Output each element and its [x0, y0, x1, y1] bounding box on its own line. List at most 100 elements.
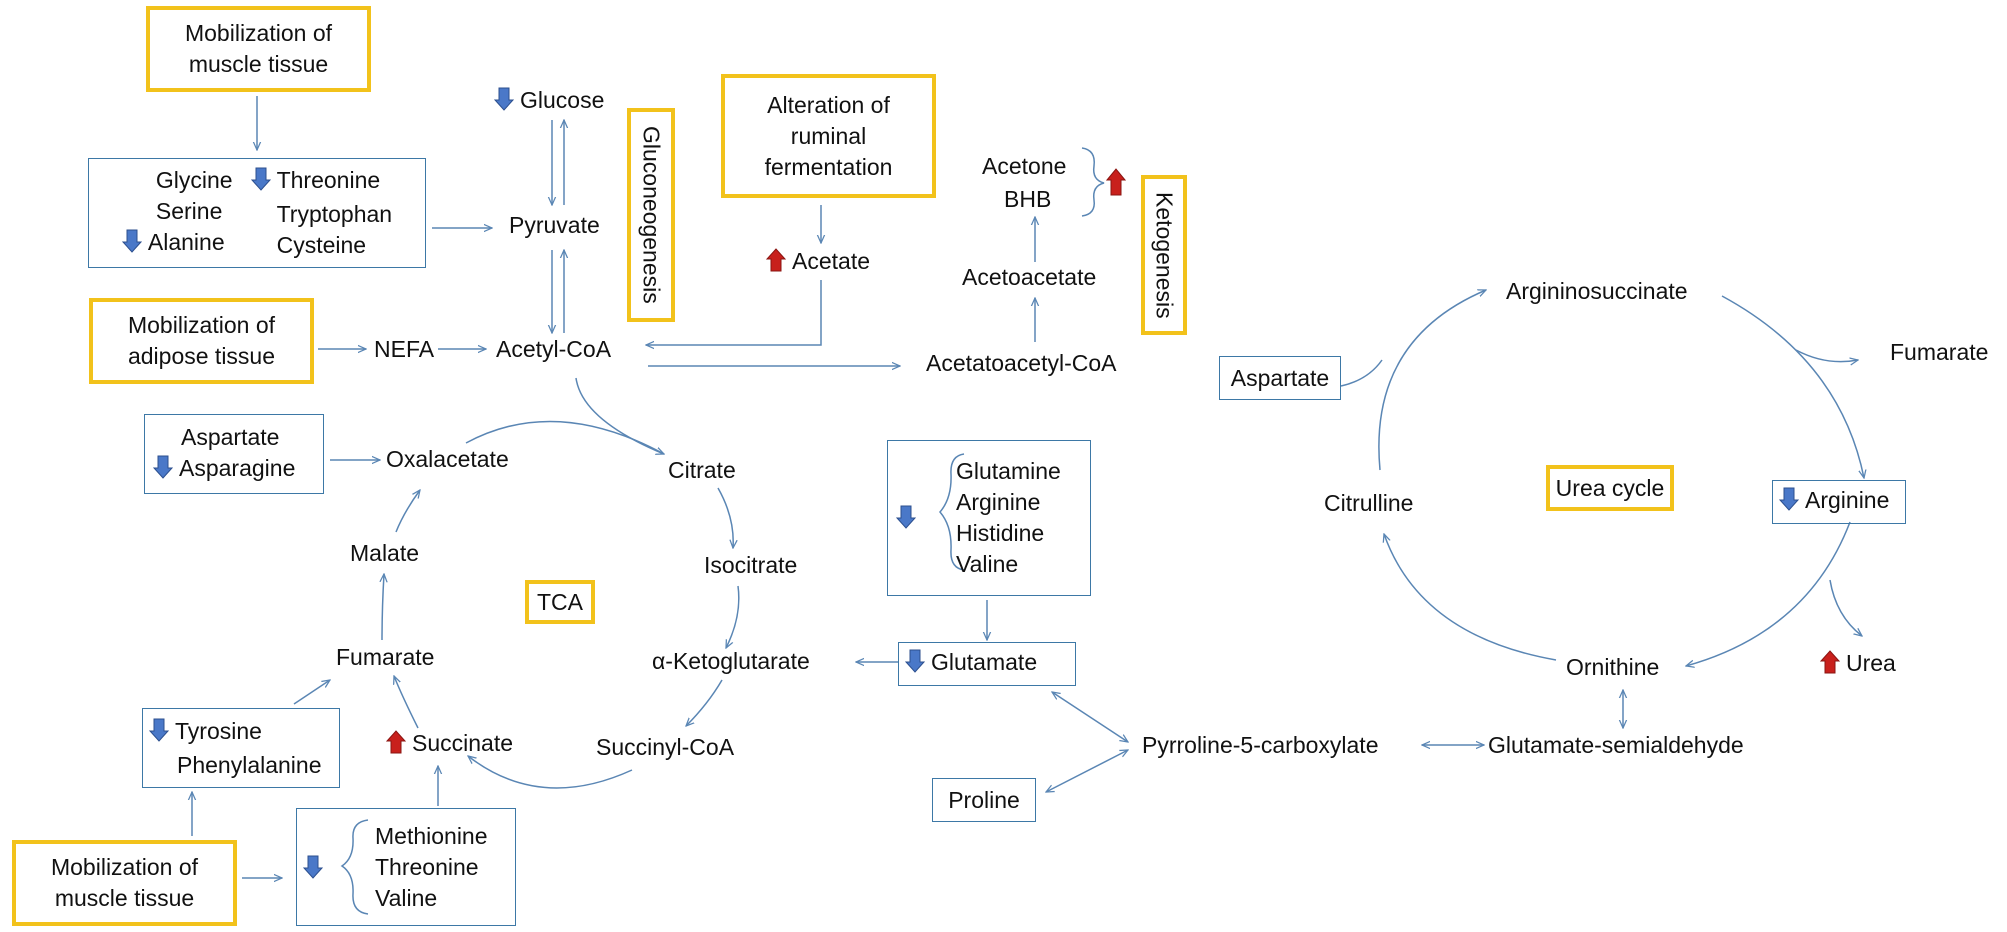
blue-down-arrow-icon: [250, 167, 271, 199]
gln-group-down-icon-wrap: [895, 505, 922, 534]
alanine-row: Alanine: [121, 227, 233, 261]
tyrosine-row: Tyrosine: [148, 716, 339, 750]
blue-down-arrow-icon: [152, 455, 174, 487]
arc-succinate-to-fumarate: [394, 676, 419, 729]
phenylalanine-label: Phenylalanine: [177, 751, 322, 778]
a-ketoglutarate-label: α-Ketoglutarate: [652, 648, 810, 674]
arc-fumarate-to-malate: [382, 574, 384, 641]
acetate-node: Acetate: [765, 248, 870, 278]
tyr-phe-box: Tyrosine Phenylalanine: [142, 708, 340, 788]
glucose-node: Glucose: [493, 87, 604, 117]
citrulline-label: Citrulline: [1324, 490, 1414, 516]
mobilization-adipose-box: Mobilization of adipose tissue: [89, 298, 314, 384]
arc-isocitrate-to-aketoglutarate: [726, 585, 740, 648]
malate-label: Malate: [350, 540, 420, 566]
met-group-down-icon-wrap: [302, 855, 329, 884]
urea-label: Urea: [1846, 650, 1896, 676]
ketogenesis-box: Ketogenesis: [1141, 175, 1187, 335]
met-thr-val-box: Methionine Threonine Valine: [296, 808, 516, 926]
aspartate-label: Aspartate: [181, 423, 280, 450]
red-up-arrow-icon: [1105, 168, 1127, 201]
arrow-tyr-phe-to-fumarate: [293, 680, 330, 705]
arc-citrate-to-isocitrate: [717, 487, 733, 548]
threonine-row: Threonine: [250, 165, 393, 199]
tyrosine-label: Tyrosine: [175, 717, 262, 744]
serine-label: Serine: [155, 198, 223, 224]
gln-group-list: Glutamine Arginine Histidine Valine: [888, 456, 1090, 580]
amino-acids-box-top: Glycine Serine Alanine Threonine Tryptop…: [88, 158, 426, 268]
arc-arginine-to-ornithine: [1686, 521, 1851, 666]
box-line: muscle tissue: [54, 885, 195, 911]
succinate-label: Succinate: [412, 730, 514, 756]
ornithine-label: Ornithine: [1566, 654, 1660, 680]
box-line: fermentation: [764, 153, 893, 180]
aspartate-urea-box: Aspartate: [1219, 356, 1341, 400]
glutamine-label: Glutamine: [956, 458, 1061, 484]
arc-ornithine-to-citrulline: [1384, 534, 1557, 661]
glutamate-row: Glutamate: [904, 647, 1075, 681]
fumarate-tca-label: Fumarate: [336, 644, 435, 670]
met-group-brace: [340, 819, 369, 915]
histidine-label: Histidine: [956, 520, 1045, 546]
arginine-box: Arginine: [1772, 480, 1906, 524]
urea-node: Urea: [1819, 650, 1896, 680]
glutamate-box: Glutamate: [898, 642, 1076, 686]
blue-down-arrow-icon: [493, 87, 515, 117]
asp-asn-box: Aspartate Asparagine: [144, 414, 324, 494]
tryptophan-label: Tryptophan: [276, 201, 393, 227]
alanine-label: Alanine: [147, 229, 225, 255]
ketogenesis-label: Ketogenesis: [1151, 191, 1178, 319]
p5c-label: Pyrroline-5-carboxylate: [1142, 732, 1379, 758]
threonine-label: Threonine: [276, 167, 381, 193]
arc-fumarate-release: [1795, 349, 1858, 362]
box-line: Alteration of: [767, 91, 890, 118]
argininosuccinate-label: Argininosuccinate: [1506, 278, 1688, 304]
glutamate-label: Glutamate: [931, 649, 1038, 675]
acetate-label: Acetate: [792, 248, 870, 274]
nefa-label: NEFA: [374, 336, 435, 362]
gluconeogenesis-label: Gluconeogenesis: [638, 126, 665, 304]
arc-malate-to-oxalacetate: [395, 490, 420, 533]
blue-down-arrow-icon: [904, 649, 926, 681]
met-group-list: Methionine Threonine Valine: [297, 821, 515, 914]
succinyl-coa-label: Succinyl-CoA: [596, 734, 735, 760]
urea-cycle-label: Urea cycle: [1555, 474, 1665, 501]
oxalacetate-label: Oxalacetate: [386, 446, 509, 472]
blue-down-arrow-icon: [148, 718, 170, 750]
arginine-label: Arginine: [1805, 487, 1890, 513]
asparagine-row: Asparagine: [152, 453, 323, 487]
tca-box: TCA: [525, 580, 595, 624]
red-up-arrow-icon: [765, 248, 787, 278]
box-line: ruminal: [790, 122, 867, 149]
glutamate-semialdehyde-label: Glutamate-semialdehyde: [1488, 732, 1744, 758]
aspartate-urea-label: Aspartate: [1230, 364, 1330, 391]
gluconeogenesis-box: Gluconeogenesis: [627, 108, 675, 322]
box-line: Mobilization of: [184, 20, 333, 46]
ketone-brace: [1081, 147, 1105, 217]
mobilization-muscle-box-top: Mobilization of muscle tissue: [146, 6, 371, 92]
red-up-arrow-icon: [1819, 650, 1841, 680]
acetatoacetyl-coa-label: Acetatoacetyl-CoA: [926, 350, 1117, 376]
citrate-label: Citrate: [668, 457, 736, 483]
box-line: adipose tissue: [127, 343, 276, 369]
arrow-glutamate-p5c: [1052, 692, 1128, 742]
box-line: muscle tissue: [188, 51, 329, 77]
arc-aketoglutarate-to-succinyl-coa: [686, 679, 723, 726]
fumarate-urea-label: Fumarate: [1890, 339, 1989, 365]
valine-label: Valine: [956, 551, 1019, 577]
arrow-acetate-to-acetyl-coa: [646, 280, 822, 345]
arc-aspartate-join: [1340, 359, 1383, 387]
arc-succinyl-coa-to-succinate: [468, 756, 633, 789]
pyruvate-label: Pyruvate: [509, 212, 600, 238]
box-line: Mobilization of: [127, 312, 276, 338]
isocitrate-label: Isocitrate: [704, 552, 798, 578]
arc-oxalacetate-to-citrate: [465, 420, 665, 455]
gln-group-brace: [939, 453, 965, 571]
box-line: Mobilization of: [50, 854, 199, 880]
blue-down-arrow-icon: [895, 505, 917, 534]
arc-citrulline-to-argininosuccinate: [1378, 290, 1486, 471]
arginine-label: Arginine: [956, 489, 1041, 515]
succinate-node: Succinate: [385, 730, 514, 760]
blue-down-arrow-icon: [1778, 487, 1800, 519]
